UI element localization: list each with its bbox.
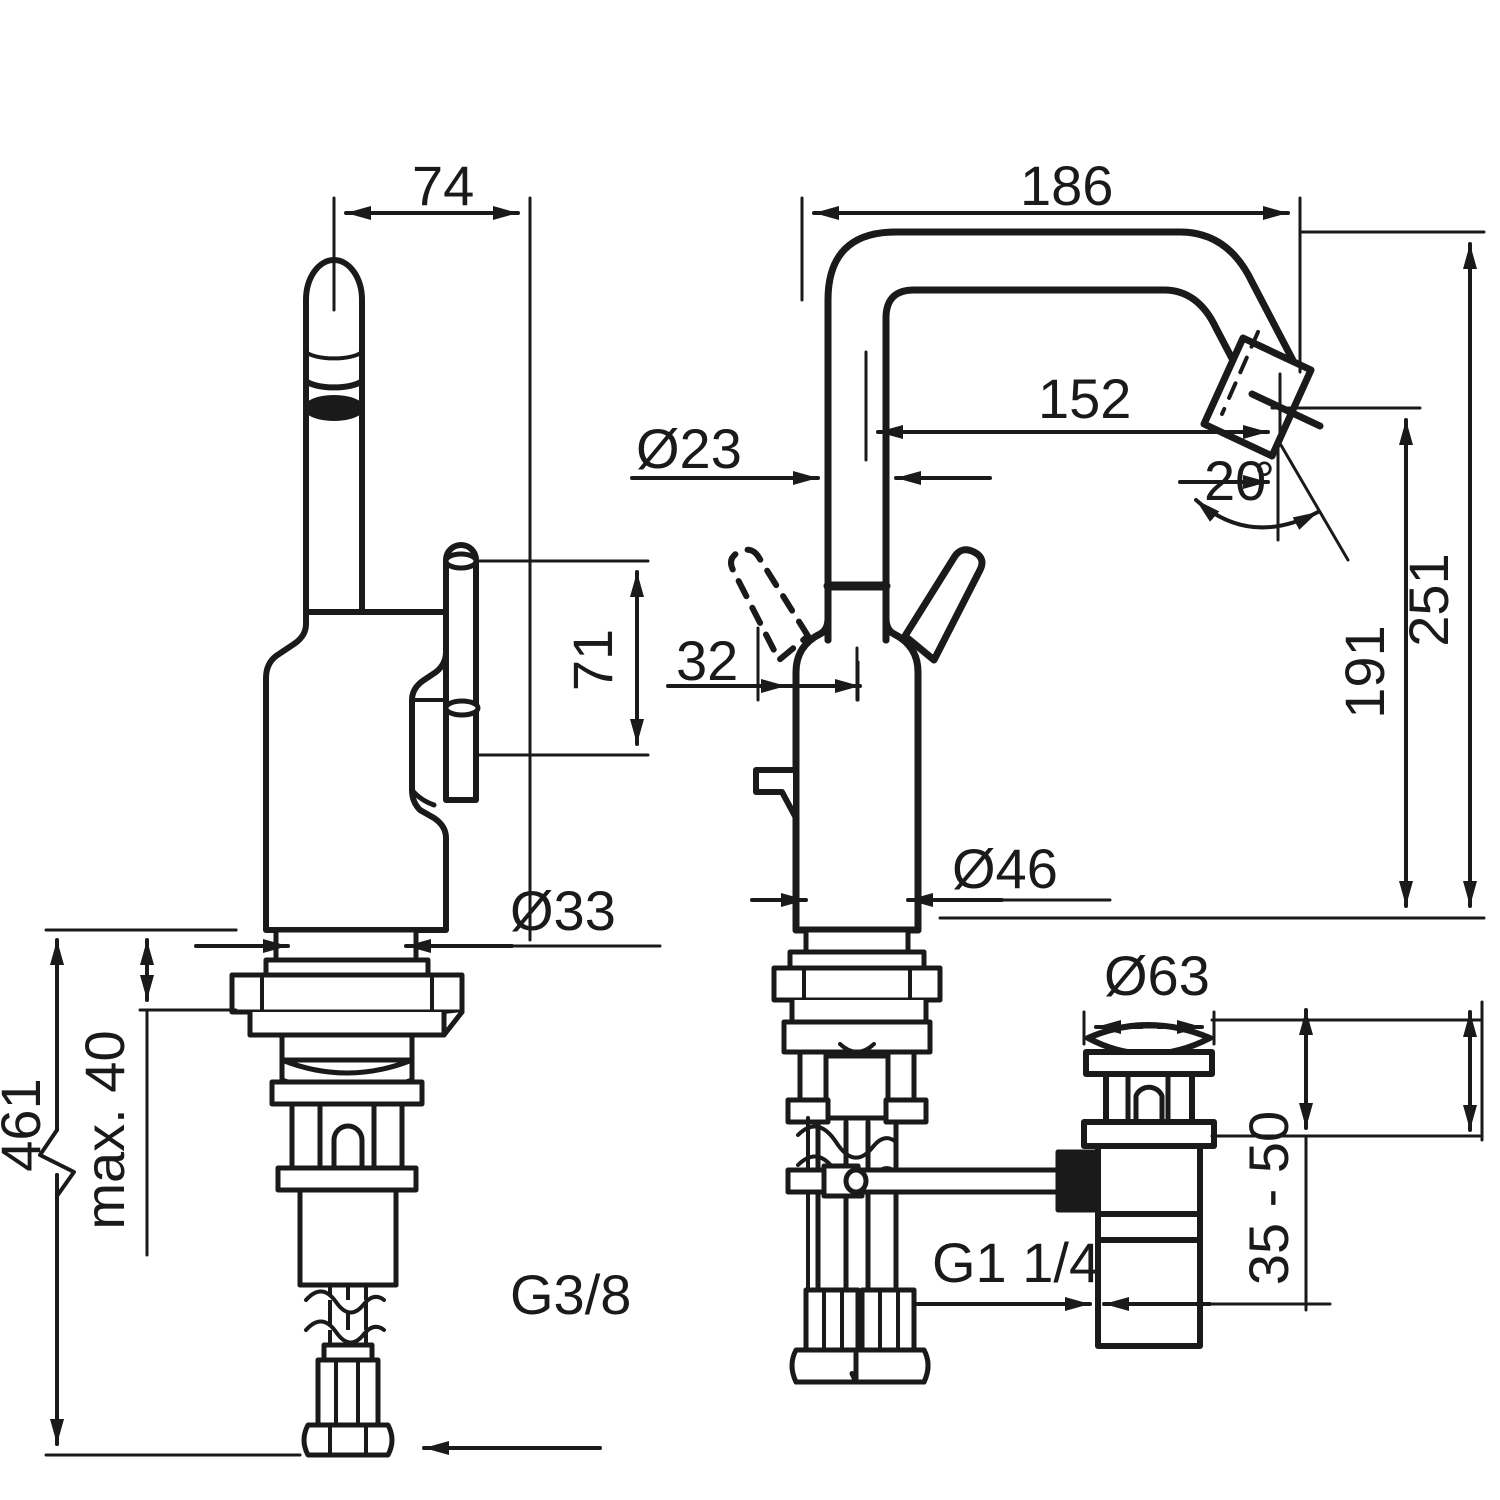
dim-461: 461	[0, 1078, 52, 1171]
side-view-geometry	[229, 256, 481, 1458]
dim-dia-63: Ø63	[1104, 944, 1210, 1007]
dim-186: 186	[1020, 154, 1113, 217]
dim-35-50: 35 - 50	[1237, 1111, 1300, 1285]
dim-191: 191	[1333, 625, 1396, 718]
dim-max-40: max. 40	[73, 1030, 136, 1229]
dim-74: 74	[412, 154, 474, 217]
dim-angle-20: 20	[1204, 449, 1266, 512]
dim-dia-33: Ø33	[510, 879, 616, 942]
dim-152: 152	[1038, 367, 1131, 430]
dim-251: 251	[1397, 553, 1460, 646]
dim-dia-46: Ø46	[952, 837, 1058, 900]
front-view-geometry	[728, 228, 1324, 1385]
dim-thread-g38: G3/8	[510, 1263, 631, 1326]
dim-angle-unit: °	[1254, 452, 1275, 510]
dim-71: 71	[561, 629, 624, 691]
dimension-texts: 74 186 152 Ø23 32 Ø33 Ø46 Ø63 20 ° G3/8 …	[0, 154, 1460, 1326]
dim-thread-g114: G1 1/4	[932, 1231, 1100, 1294]
dim-32: 32	[676, 629, 738, 692]
dimension-lines	[40, 196, 1486, 1457]
dim-dia-23: Ø23	[636, 417, 742, 480]
